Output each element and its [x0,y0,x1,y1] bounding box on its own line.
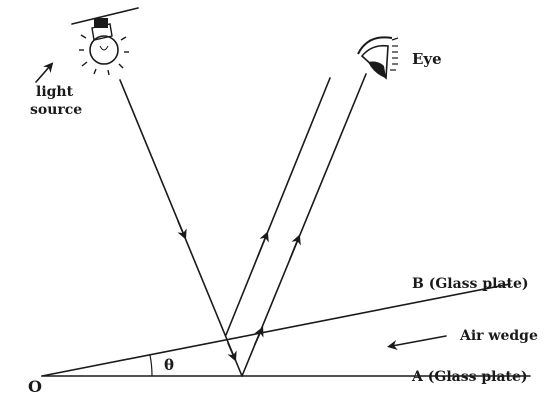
eye-label: Eye [412,50,442,68]
light-bulb-icon [71,7,139,76]
light-source-pointer-arrow [35,62,54,83]
reflected-ray-lower-arrow-2 [254,326,264,345]
light-source-label-line1: light [36,84,74,100]
air-wedge-pointer-arrow [387,335,447,351]
reflected-ray-lower-arrow-1 [289,234,301,260]
reflected-ray-upper [225,77,331,336]
origin-label: O [28,377,42,396]
angle-arc [149,354,153,377]
glass-plate-b-label: B (Glass plate) [412,276,529,292]
air-wedge-label: Air wedge [459,328,538,344]
light-source-label-line2: source [30,102,82,118]
glass-plate-a-label: A (Glass plate) [411,369,528,385]
angle-theta-label: θ [164,356,174,374]
eye-icon [357,36,399,80]
incident-ray-arrow-1 [177,220,187,240]
incident-ray-arrow-2 [227,342,237,362]
reflected-ray-lower [241,73,367,377]
reflected-ray-upper-arrow [257,231,269,257]
glass-plate-b-line [41,283,511,377]
